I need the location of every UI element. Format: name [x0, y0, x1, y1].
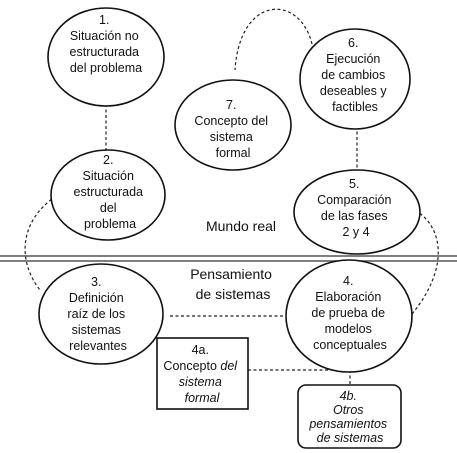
stage-2-label: 2. Situación estructurada del problema: [74, 153, 147, 231]
connector-6-7: [234, 8, 313, 71]
stage-6-label: 6. Ejecución de cambios deseables y fact…: [320, 36, 390, 114]
stage-1-label: 1. Situación no estructurada del problem…: [70, 13, 143, 75]
connector-2-3: [24, 195, 57, 291]
stage-4b-label: 4b. Otros pensamientos de sistemas: [308, 389, 390, 445]
stage-2-node: 2. Situación estructurada del problema: [50, 149, 166, 241]
stage-6-node: 6. Ejecución de cambios deseables y fact…: [299, 28, 411, 130]
region-label-real-world: Mundo real: [206, 218, 276, 234]
stage-3-node: 3. Definición raíz de los sistemas relev…: [38, 263, 164, 365]
stage-4-node: 4. Elaboración de prueba de modelos conc…: [285, 259, 413, 373]
connector-4-5: [411, 211, 439, 315]
stage-5-node: 5. Comparación de las fases 2 y 4: [293, 169, 421, 255]
stage-5-label: 5. Comparación de las fases 2 y 4: [317, 177, 395, 239]
stage-4a-node: 4a. Concepto del sistema formal: [156, 337, 249, 410]
region-divider: [0, 255, 457, 262]
stage-4a-label: 4a. Concepto del sistema formal: [163, 343, 240, 405]
stage-1-node: 1. Situación no estructurada del problem…: [47, 7, 165, 107]
stage-4b-node: 4b. Otros pensamientos de sistemas: [297, 384, 402, 449]
region-label-systems-thinking: Pensamiento de sistemas: [190, 266, 276, 302]
stage-7-node: 7. Concepto del sistema formal: [174, 79, 292, 171]
stage-4-label: 4. Elaboración de prueba de modelos conc…: [311, 274, 388, 352]
stage-3-label: 3. Definición raíz de los sistemas relev…: [67, 275, 128, 353]
stage-7-label: 7. Concepto del sistema formal: [194, 98, 271, 160]
